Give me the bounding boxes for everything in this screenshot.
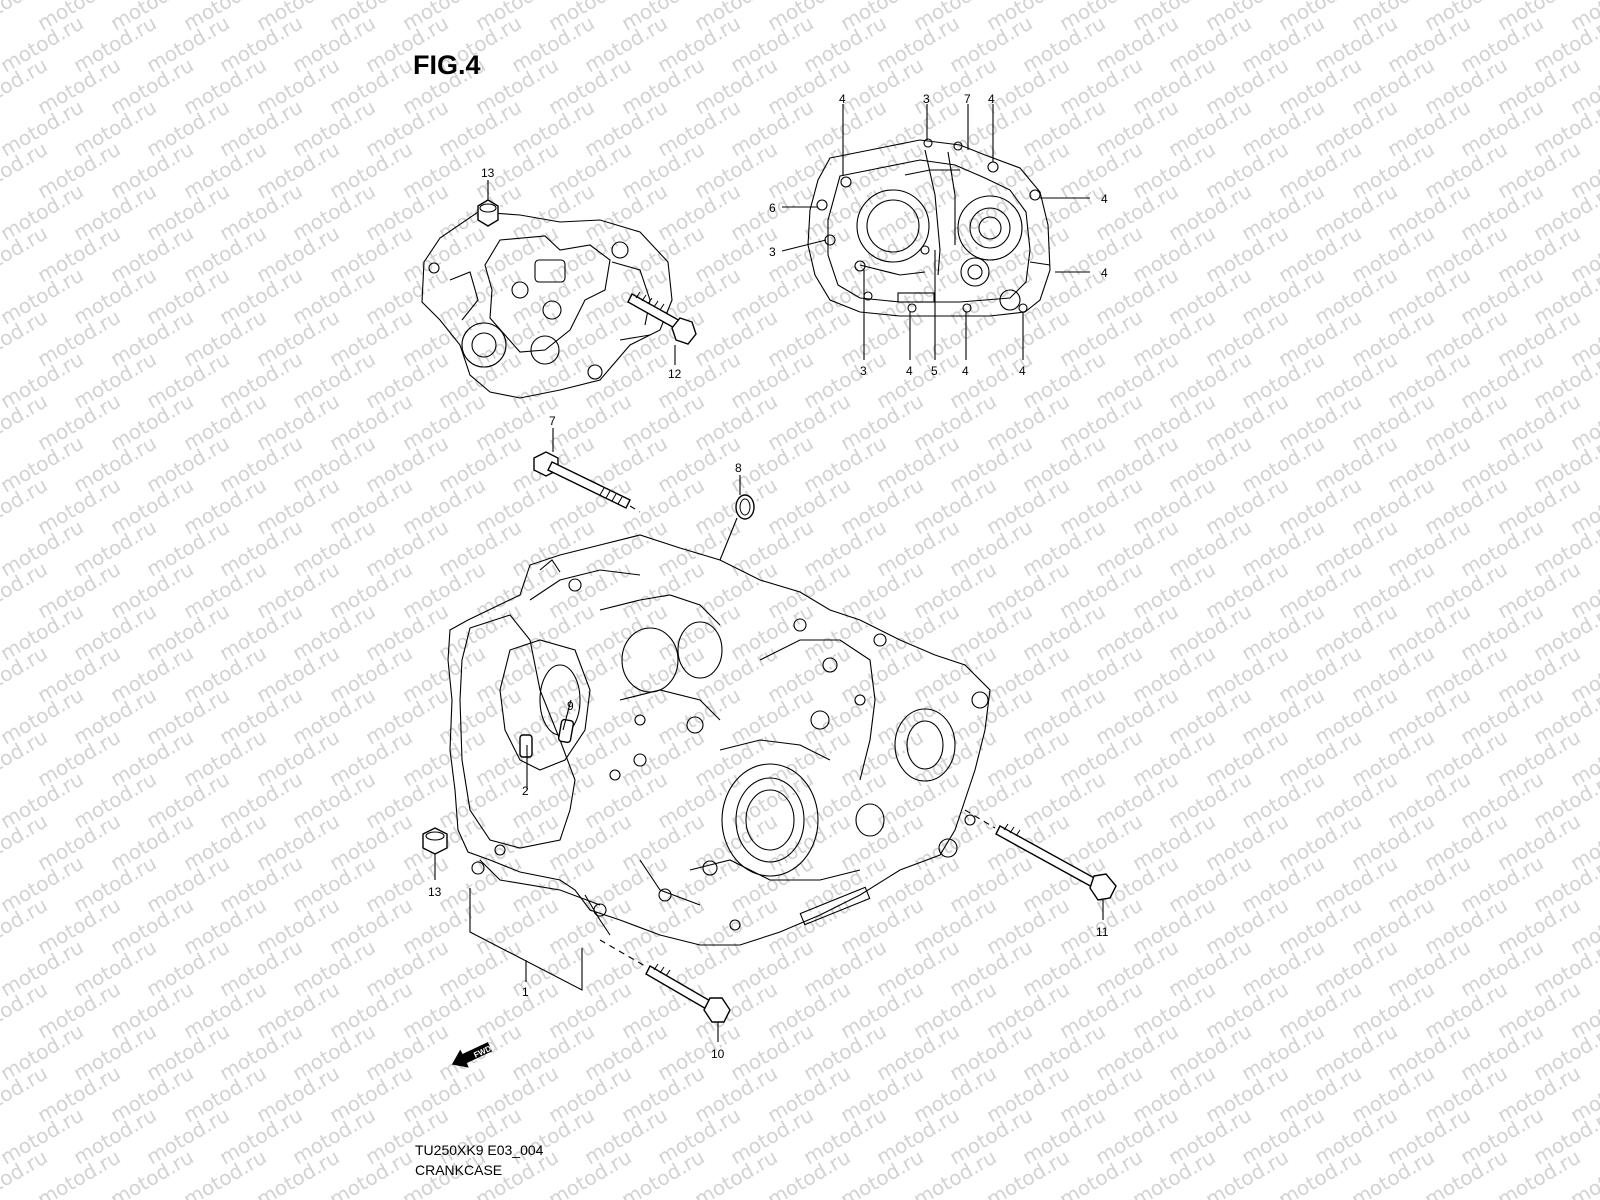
callout-4-bottom-b: 4 (962, 364, 969, 378)
callout-4-right-b: 4 (1101, 266, 1108, 280)
callout-13-top: 13 (481, 166, 495, 180)
callout-7-top: 7 (964, 92, 971, 106)
callout-9: 9 (567, 699, 574, 713)
figure-title: FIG.4 (413, 50, 481, 80)
callout-2: 2 (522, 784, 529, 798)
callout-4-bottom-c: 4 (1019, 364, 1026, 378)
figure-code: TU250XK9 E03_004 (415, 1142, 544, 1158)
callout-1: 1 (522, 985, 529, 999)
crankcase-assembly-view (422, 451, 1117, 1023)
callout-3-left: 3 (769, 245, 776, 259)
callout-7-main: 7 (549, 414, 556, 428)
callout-13-bottom: 13 (428, 885, 442, 899)
leader-lines (434, 104, 1104, 1042)
crankcase-mating-face-view (807, 138, 1051, 317)
callout-11: 11 (1096, 925, 1109, 939)
callout-4-top-b: 4 (988, 92, 995, 106)
callout-5: 5 (931, 364, 938, 378)
figure-name: CRANKCASE (415, 1162, 503, 1178)
callout-12: 12 (668, 367, 682, 381)
fwd-label: FWD (472, 1044, 493, 1060)
callout-labels: 13 12 4 3 7 4 4 6 3 4 3 4 5 4 4 7 8 9 2 … (428, 92, 1109, 1061)
callout-4-bottom-a: 4 (906, 364, 913, 378)
callout-4-right-a: 4 (1101, 192, 1108, 206)
callout-10: 10 (711, 1047, 725, 1061)
callout-6: 6 (769, 201, 776, 215)
callout-4-top-a: 4 (839, 92, 846, 106)
callout-3-top: 3 (923, 92, 930, 106)
callout-8: 8 (735, 461, 742, 475)
crankcase-right-half-view (421, 199, 697, 399)
callout-3-bottom: 3 (860, 364, 867, 378)
fwd-arrow: FWD (451, 1042, 493, 1068)
